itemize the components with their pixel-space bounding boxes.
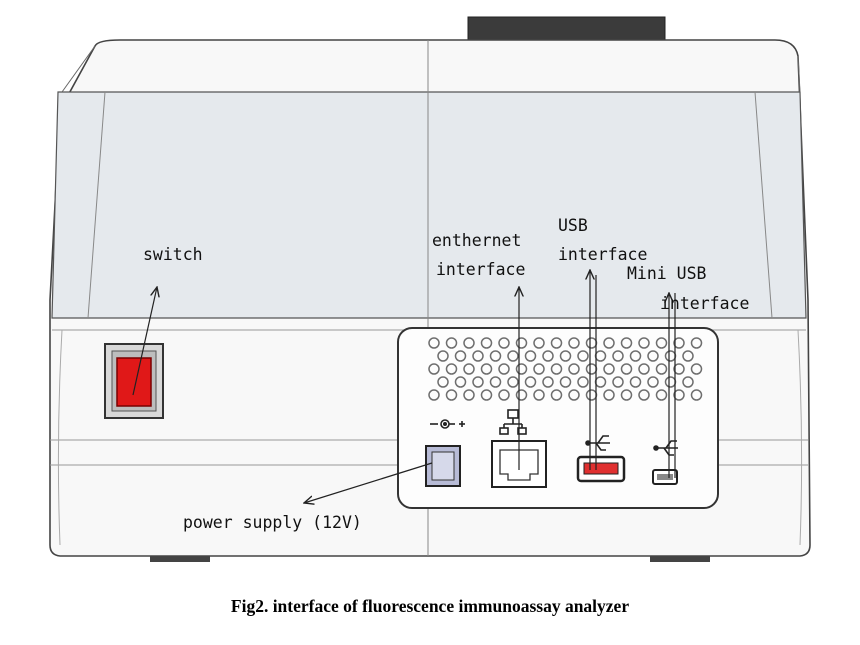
vent-hole (550, 337, 563, 349)
vent-hole (559, 350, 572, 362)
vent-hole (568, 337, 580, 349)
vent-hole (480, 363, 493, 375)
vent-hole (437, 376, 449, 388)
vent-hole (489, 376, 502, 388)
vent-hole (620, 337, 633, 349)
vent-hole (472, 376, 484, 388)
vent-hole (620, 389, 633, 401)
dc-power-jack (425, 445, 461, 487)
vent-hole (612, 376, 624, 388)
vent-hole (437, 350, 449, 362)
vent-hole (577, 376, 589, 388)
ethernet-label-line1: enthernet (432, 231, 522, 250)
vent-hole (655, 389, 668, 401)
vent-hole (612, 350, 624, 362)
vent-hole (550, 363, 563, 375)
vent-hole (673, 389, 685, 401)
vent-hole (647, 350, 659, 362)
vent-hole (559, 376, 572, 388)
io-panel (397, 327, 719, 509)
vent-hole (682, 376, 694, 388)
usb-icon (585, 435, 610, 451)
vent-hole (629, 376, 642, 388)
mini-usb-label-line1: Mini USB (627, 264, 707, 283)
vent-hole (428, 363, 440, 375)
vent-hole (507, 350, 519, 362)
power-supply-label: power supply (12V) (183, 513, 362, 532)
vent-hole (629, 350, 642, 362)
vent-hole (515, 363, 528, 375)
vent-hole (638, 363, 650, 375)
vent-hole (673, 363, 685, 375)
analyzer-rear-diagram (49, 16, 811, 562)
foot-right (650, 556, 710, 562)
vent-hole (498, 337, 510, 349)
vent-hole (690, 363, 703, 375)
vent-hole (524, 376, 537, 388)
power-switch (104, 343, 164, 419)
device-drawing (49, 16, 811, 562)
vent-hole (620, 363, 633, 375)
vent-hole (603, 337, 615, 349)
vent-hole (515, 389, 528, 401)
vent-hole (673, 337, 685, 349)
vent-hole (655, 337, 668, 349)
vent-hole (428, 337, 440, 349)
switch-label: switch (143, 245, 203, 264)
vent-hole (690, 389, 703, 401)
vent-hole (498, 389, 510, 401)
usb-port (576, 455, 626, 483)
vent-holes (428, 337, 703, 401)
vent-hole (638, 337, 650, 349)
vent-hole (463, 363, 475, 375)
foot-left (150, 556, 210, 562)
mini-usb-label-line2: interface (660, 294, 750, 313)
vent-hole (542, 376, 554, 388)
usb-label-line1: USB (558, 216, 588, 235)
vent-hole (638, 389, 650, 401)
power-arrow (304, 462, 433, 503)
vent-hole (515, 337, 528, 349)
usb-label-line2: interface (558, 245, 648, 264)
vent-hole (550, 389, 563, 401)
ethernet-label-line2: interface (436, 260, 526, 279)
mini-usb-port (652, 469, 678, 485)
vent-hole (480, 337, 493, 349)
vent-hole (463, 337, 475, 349)
vent-hole (524, 350, 537, 362)
vent-hole (489, 350, 502, 362)
vent-hole (542, 350, 554, 362)
vent-hole (603, 389, 615, 401)
vent-hole (568, 389, 580, 401)
vent-hole (577, 350, 589, 362)
vent-hole (480, 389, 493, 401)
vent-hole (533, 363, 545, 375)
vent-hole (498, 363, 510, 375)
vent-hole (690, 337, 703, 349)
vent-hole (445, 389, 458, 401)
switch-arrow (132, 287, 157, 396)
vent-hole (603, 363, 615, 375)
figure-caption: Fig2. interface of fluorescence immunoas… (230, 596, 630, 616)
dc-polarity-icon (430, 419, 465, 429)
vent-hole (682, 350, 694, 362)
vent-hole (507, 376, 519, 388)
vent-hole (647, 376, 659, 388)
vent-hole (454, 350, 467, 362)
vent-hole (568, 363, 580, 375)
vent-hole (533, 337, 545, 349)
vent-hole (463, 389, 475, 401)
vent-hole (445, 363, 458, 375)
vent-hole (454, 376, 467, 388)
upper-panel (51, 91, 807, 319)
vent-hole (533, 389, 545, 401)
vent-hole (655, 363, 668, 375)
network-icon (499, 409, 527, 435)
vent-hole (445, 337, 458, 349)
vent-hole (428, 389, 440, 401)
vent-hole (472, 350, 484, 362)
